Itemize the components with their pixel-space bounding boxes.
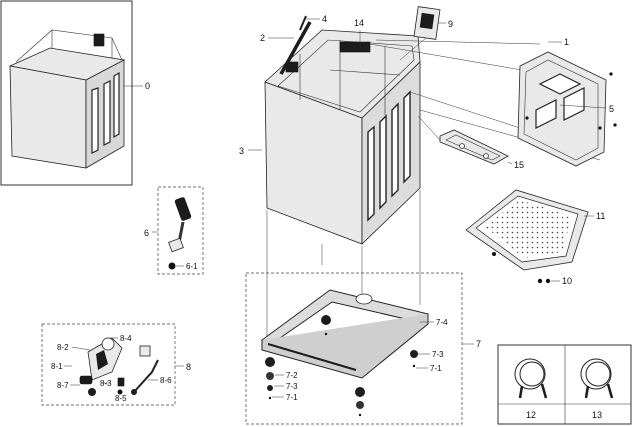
callout-8: 8: [186, 362, 191, 372]
callout-12: 12: [526, 410, 536, 420]
callout-11: 11: [596, 211, 605, 221]
part-12-hose: [514, 358, 548, 399]
part-0-frame: [0, 0, 133, 186]
callout-7-1-right: 7-1: [430, 364, 442, 373]
callout-6-1: 6-1: [186, 262, 198, 271]
callout-15: 15: [514, 160, 524, 170]
callout-7-3-right: 7-3: [432, 350, 444, 359]
callout-7-1-left: 7-1: [286, 393, 298, 402]
part-0-cabinet-assembly: [0, 0, 133, 186]
callout-4: 4: [322, 14, 327, 24]
callout-6: 6: [144, 228, 149, 238]
part-3-cabinet: [264, 29, 421, 245]
part-7-base-frame: [245, 272, 463, 425]
callout-8-3: 8-3: [100, 379, 112, 388]
callout-2: 2: [260, 33, 265, 43]
part-9-bracket: [413, 6, 441, 40]
part-2-rod: [279, 21, 312, 75]
parts-12-13-hoses-box: [497, 344, 632, 425]
callout-14: 14: [354, 18, 364, 28]
callout-8-1: 8-1: [51, 362, 63, 371]
part-6-inlet-hose: [157, 186, 204, 275]
part-10-screws: [537, 278, 551, 284]
part-5-back-panel: [517, 51, 617, 167]
callout-10: 10: [562, 276, 572, 286]
callout-7: 7: [476, 339, 481, 349]
callout-8-4: 8-4: [120, 334, 132, 343]
callout-3: 3: [239, 146, 244, 156]
callout-7-3-left: 7-3: [286, 382, 298, 391]
callout-8-6: 8-6: [160, 376, 172, 385]
callout-13: 13: [592, 410, 602, 420]
callout-1: 1: [564, 37, 569, 47]
callout-7-2: 7-2: [286, 371, 298, 380]
callout-8-2: 8-2: [57, 343, 69, 352]
part-4-pin: [299, 15, 307, 31]
callout-7-4: 7-4: [436, 318, 448, 327]
callout-8-5: 8-5: [115, 394, 127, 403]
part-13-hose: [580, 358, 614, 399]
callout-0: 0: [145, 81, 150, 91]
part-11-tray: [465, 189, 589, 271]
callout-5: 5: [609, 104, 614, 114]
callout-9: 9: [448, 19, 453, 29]
part-15-plate: [439, 129, 509, 165]
callout-8-7: 8-7: [57, 381, 69, 390]
part-8-pump-assembly: [41, 323, 176, 406]
